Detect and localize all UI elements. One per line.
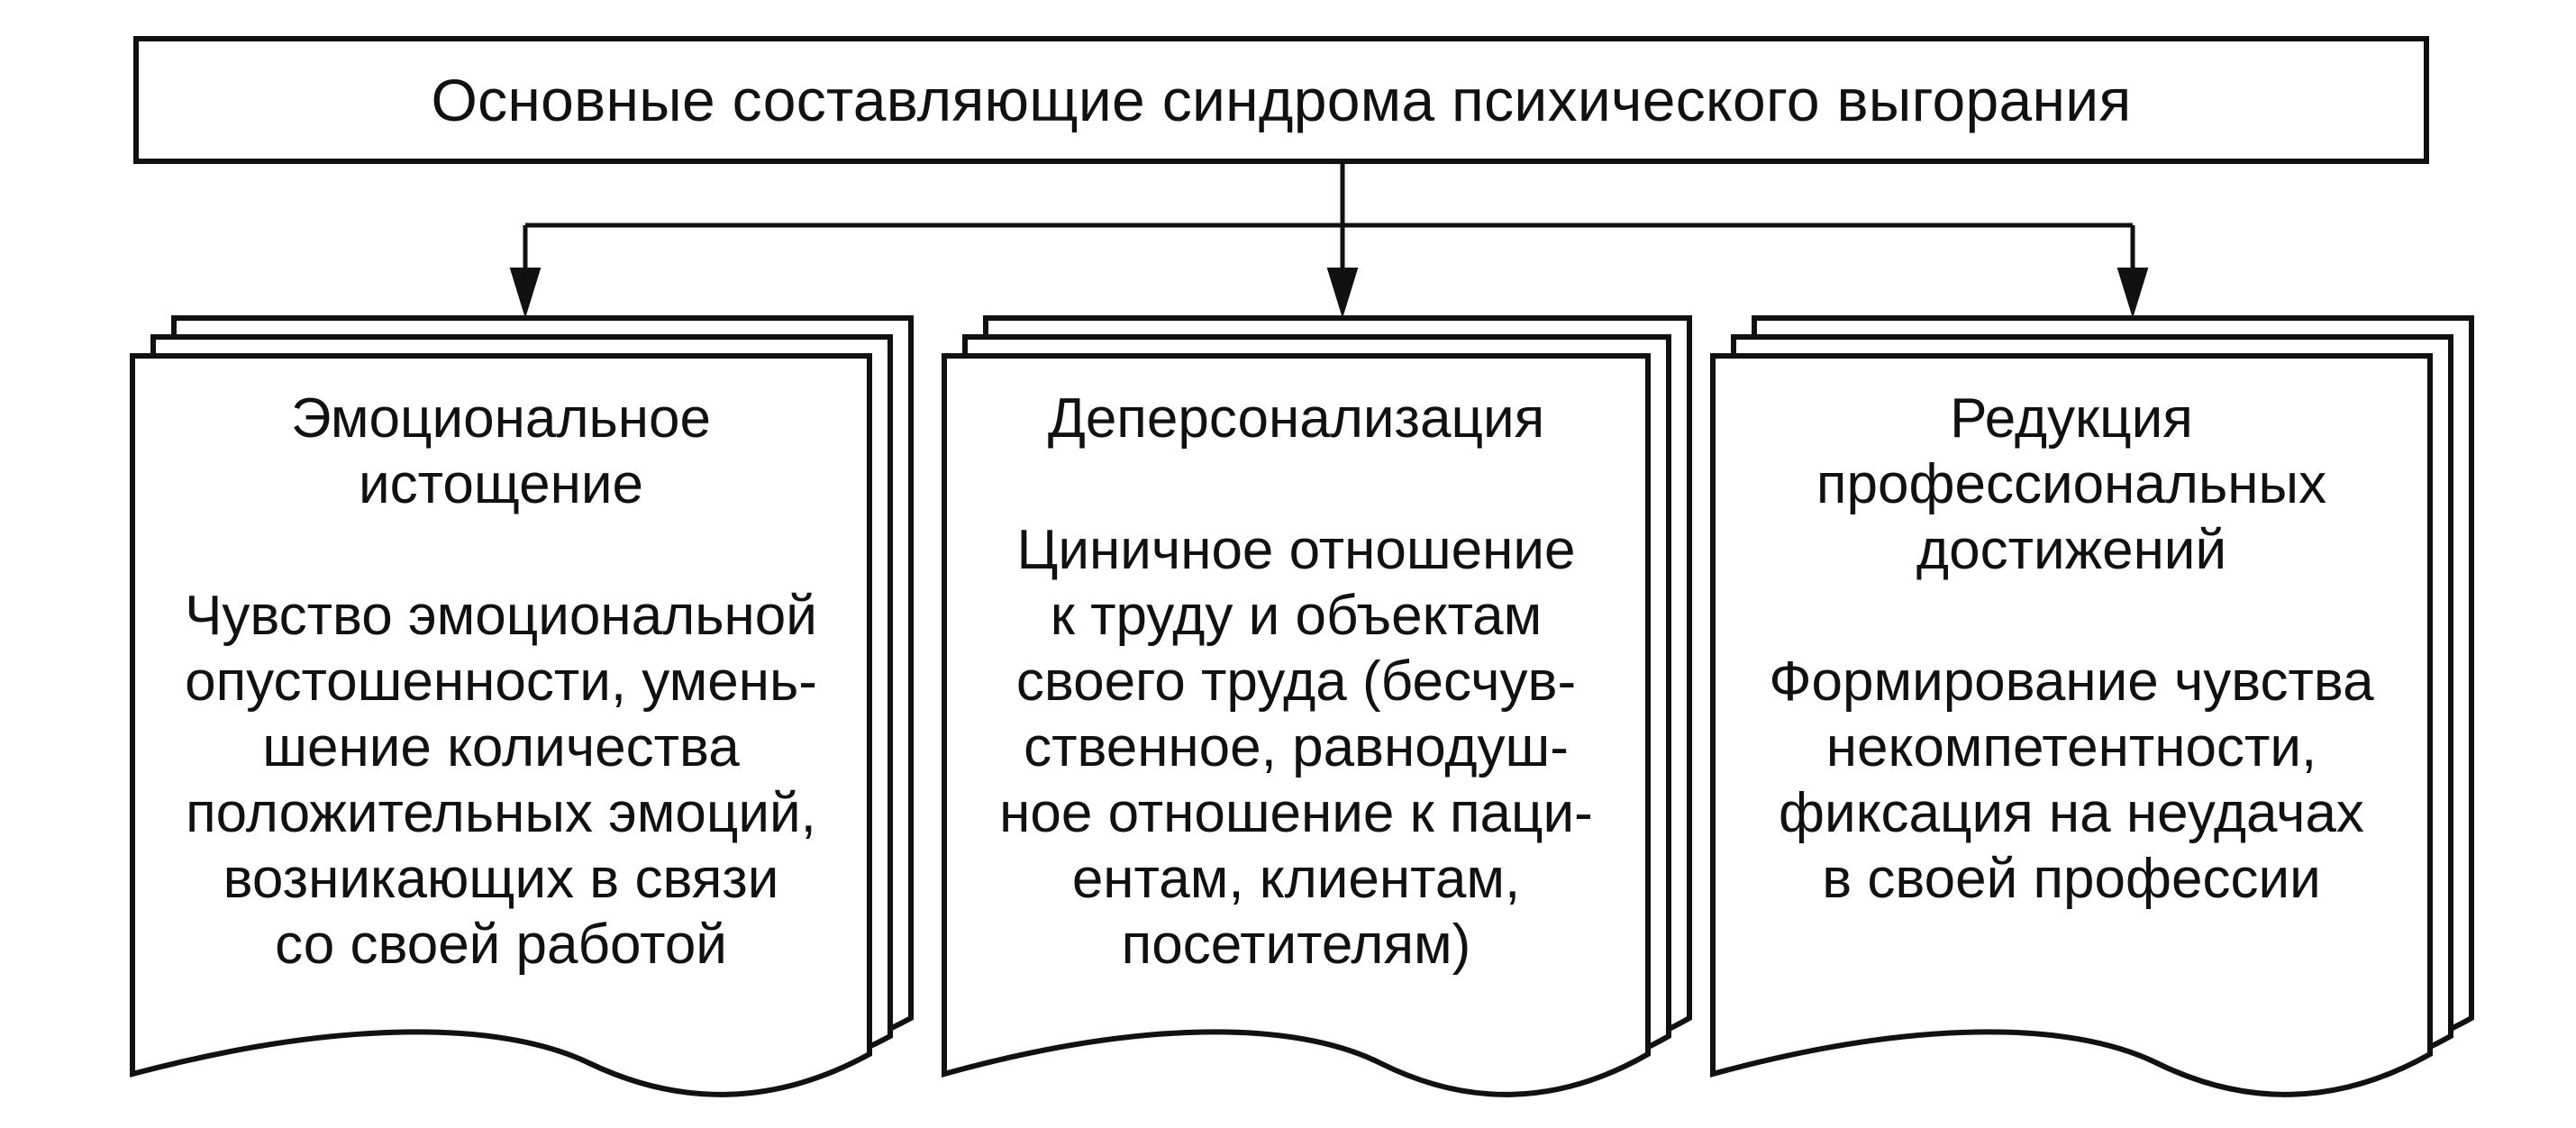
arrow-down-icon <box>2116 268 2149 319</box>
component-card-1 <box>130 315 914 1097</box>
description-line: к труду и объектам <box>1050 585 1543 647</box>
component-heading: Эмоциональное истощение <box>132 386 869 517</box>
component-card-2 <box>942 315 1692 1097</box>
diagram-title-box: Основные составляющие синдрома психическ… <box>133 36 2429 164</box>
diagram-title: Основные составляющие синдрома психическ… <box>431 67 2132 133</box>
description-line: своего труда (бесчув- <box>1015 650 1577 713</box>
connector-lines <box>509 164 2149 319</box>
heading-line: профессиональных <box>1816 453 2327 515</box>
description-line: Формирование чувства <box>1769 650 2374 713</box>
document-shape <box>942 353 1651 1097</box>
description-line: со своей работой <box>275 914 727 976</box>
description-line: положительных эмоций, <box>186 782 816 844</box>
component-text-3: Редукция профессиональных достижений Фор… <box>1713 386 2430 912</box>
component-description: Формирование чувства некомпетентности, ф… <box>1713 649 2430 912</box>
component-description: Циничное отношение к труду и объектам св… <box>944 517 1648 978</box>
description-line: шение количества <box>262 716 740 778</box>
description-line: Чувство эмоциональной <box>185 585 817 647</box>
description-line: некомпетентности, <box>1825 716 2317 778</box>
arrow-down-icon <box>1326 268 1359 319</box>
arrow-down-icon <box>509 268 542 319</box>
component-text-2: Деперсонализация Циничное отношение к тр… <box>944 386 1648 978</box>
description-line: ственное, равнодуш- <box>1024 716 1569 778</box>
document-shape <box>1710 353 2433 1097</box>
heading-line: истощение <box>359 453 643 515</box>
heading-line: Редукция <box>1950 387 2193 450</box>
component-heading: Редукция профессиональных достижений <box>1713 386 2430 583</box>
description-line: ентам, клиентам, <box>1071 848 1521 910</box>
description-line: ное отношение к паци- <box>999 782 1593 844</box>
description-line: опустошенности, умень- <box>185 650 817 713</box>
description-line: Циничное отношение <box>1016 519 1576 581</box>
component-heading: Деперсонализация <box>944 386 1648 451</box>
document-shape <box>130 353 872 1097</box>
heading-line: Деперсонализация <box>1047 387 1545 450</box>
component-description: Чувство эмоциональной опустошенности, ум… <box>132 583 869 978</box>
component-card-3 <box>1710 315 2474 1097</box>
description-line: возникающих в связи <box>223 848 779 910</box>
description-line: фиксация на неудачах <box>1779 782 2364 844</box>
description-line: в своей профессии <box>1822 848 2321 910</box>
description-line: посетителям) <box>1121 914 1471 976</box>
heading-line: Эмоциональное <box>291 387 711 450</box>
component-text-1: Эмоциональное истощение Чувство эмоциона… <box>132 386 869 978</box>
heading-line: достижений <box>1916 519 2227 581</box>
